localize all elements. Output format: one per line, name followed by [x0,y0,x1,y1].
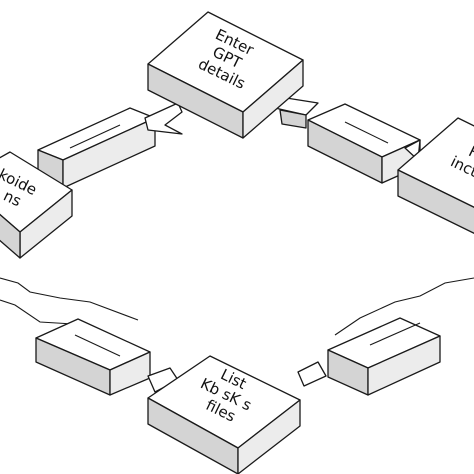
connector-left-to-top [37,102,183,189]
arrow-head-bottom-to-right [297,361,327,387]
node-right-line-1: F [466,142,474,162]
node-list-kb-sk-s-files: List Kb sK s files [147,355,301,474]
arrow-head-left-to-top [144,102,183,135]
node-enter-gpt-details: Enter GPT details [147,11,304,139]
node-left: koide ns [0,151,73,259]
connector-left-to-bottom [0,277,179,396]
node-left-line-2: ns [1,187,25,211]
connector-bottom-to-right [297,277,474,396]
node-right: F incto [397,117,474,234]
connector-top-to-right [274,96,421,184]
